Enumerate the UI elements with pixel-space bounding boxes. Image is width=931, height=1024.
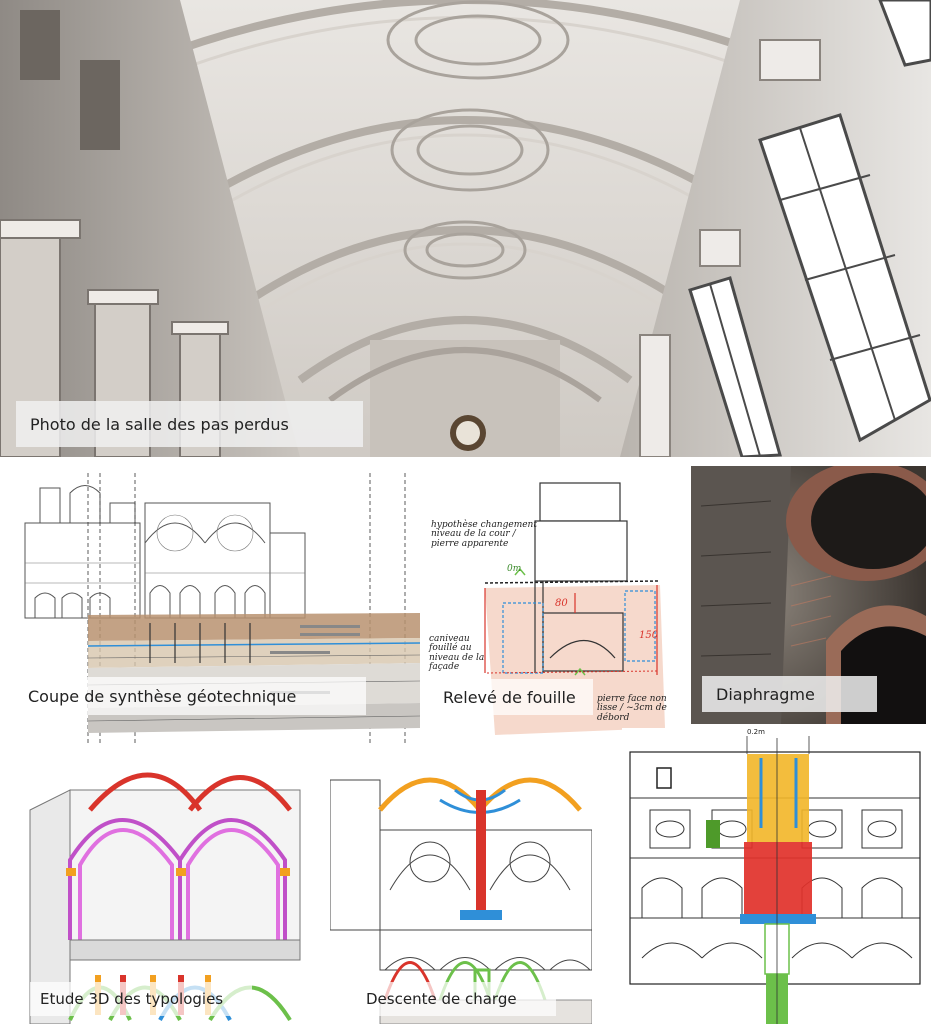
annotation-hypothesis: hypothèse changement niveau de la cour /… [431,520,537,549]
annotation-caniveau: caniveau fouillé au niveau de la façade [429,634,485,673]
geotechnical-section-panel: Coupe de synthèse géotechnique [0,463,425,743]
caption-typology-3d: Etude 3D des typologies [30,982,252,1016]
caption-load-path: Descente de charge [356,982,556,1016]
excavation-survey-panel: hypothèse changement niveau de la cour /… [425,463,685,743]
facade-section-drawing [629,736,921,1024]
caption-photo-hall: Photo de la salle des pas perdus [16,401,363,447]
annotation-pierre-face: pierre face non lisse / ~3cm de débord [597,694,667,723]
dimension-0-2m: 0.2m [747,728,765,736]
caption-excavation-survey: Relevé de fouille [433,679,593,715]
typology-3d-panel: Etude 3D des typologies [0,750,320,1024]
photo-salle-des-pas-perdus: Photo de la salle des pas perdus [0,0,931,457]
diaphragm-photo-panel: Diaphragme [691,466,926,724]
facade-section-panel: 0.2m [622,728,926,1024]
dimension-80: 80 [555,598,568,609]
load-path-panel: Descente de charge [330,750,592,1024]
caption-diaphragm: Diaphragme [702,676,877,712]
dimension-150: 150 [639,630,659,641]
hall-photo-illustration [0,0,931,457]
caption-geotechnical-section: Coupe de synthèse géotechnique [16,677,366,715]
dimension-0m: 0m [507,564,522,574]
